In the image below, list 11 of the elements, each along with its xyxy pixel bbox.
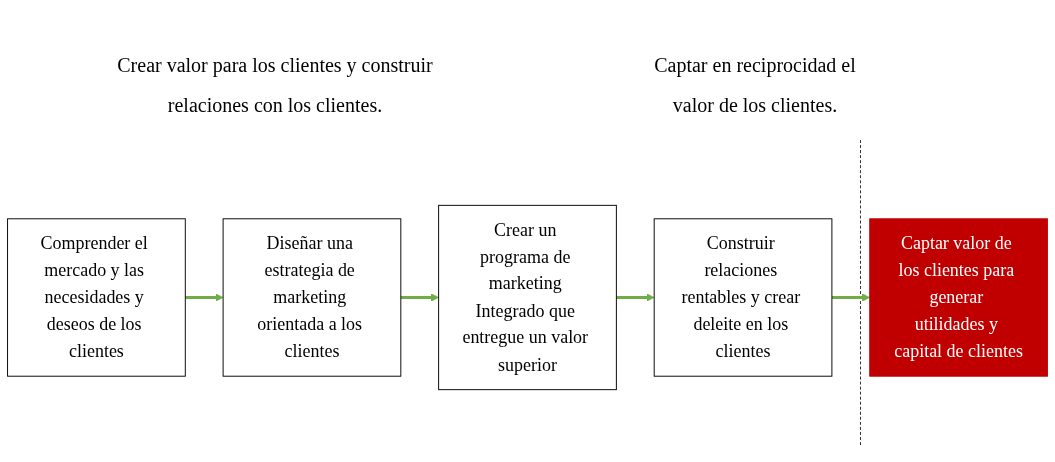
node-box: Comprender el mercado y las necesidades y deseos de los clientes <box>7 218 186 377</box>
arrow <box>185 293 224 302</box>
node-box: Diseñar una estrategia de marketing orientada a los clientes <box>222 218 402 377</box>
node-box: Captar valor de los clientes para generar utilidades y capital de clientes <box>869 218 1048 377</box>
node-box: Crear un programa de marketing Integrado que entregue un valor superior <box>438 204 617 391</box>
arrow <box>831 293 871 302</box>
arrow <box>616 293 655 302</box>
arrow <box>400 293 439 302</box>
node-box: Construir relaciones rentables y crear deleite en los clientes <box>653 218 833 377</box>
heading-text: Crear valor para los clientes y construir relaciones con los clientes. <box>116 53 434 118</box>
heading-text: Captar en reciprocidad el valor de los clientes. <box>653 53 857 118</box>
